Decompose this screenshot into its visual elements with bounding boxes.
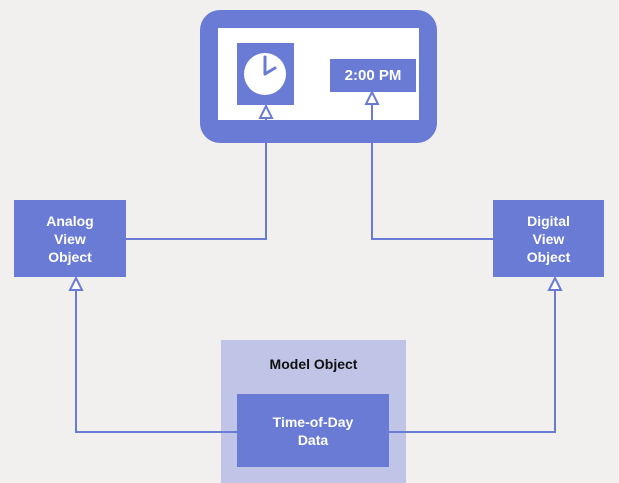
model-object-title: Model Object: [269, 356, 358, 372]
analog-view-object: Analog View Object: [14, 200, 126, 277]
analog-clock-panel: [237, 43, 294, 105]
clock-icon: [244, 53, 286, 95]
digital-view-object: Digital View Object: [493, 200, 604, 277]
analog-to-clock-line: [126, 118, 267, 240]
arrowhead-readout: [364, 89, 380, 105]
digital-clock-readout: 2:00 PM: [330, 59, 416, 92]
data-to-analog-line: [75, 287, 237, 433]
arrowhead-analog-view: [68, 275, 84, 291]
time-of-day-data: Time-of-Day Data: [237, 394, 389, 467]
arrowhead-digital-view: [547, 275, 563, 291]
digital-to-readout-line: [371, 104, 493, 240]
arrowhead-clock: [258, 103, 274, 119]
data-to-digital-line: [389, 287, 556, 433]
